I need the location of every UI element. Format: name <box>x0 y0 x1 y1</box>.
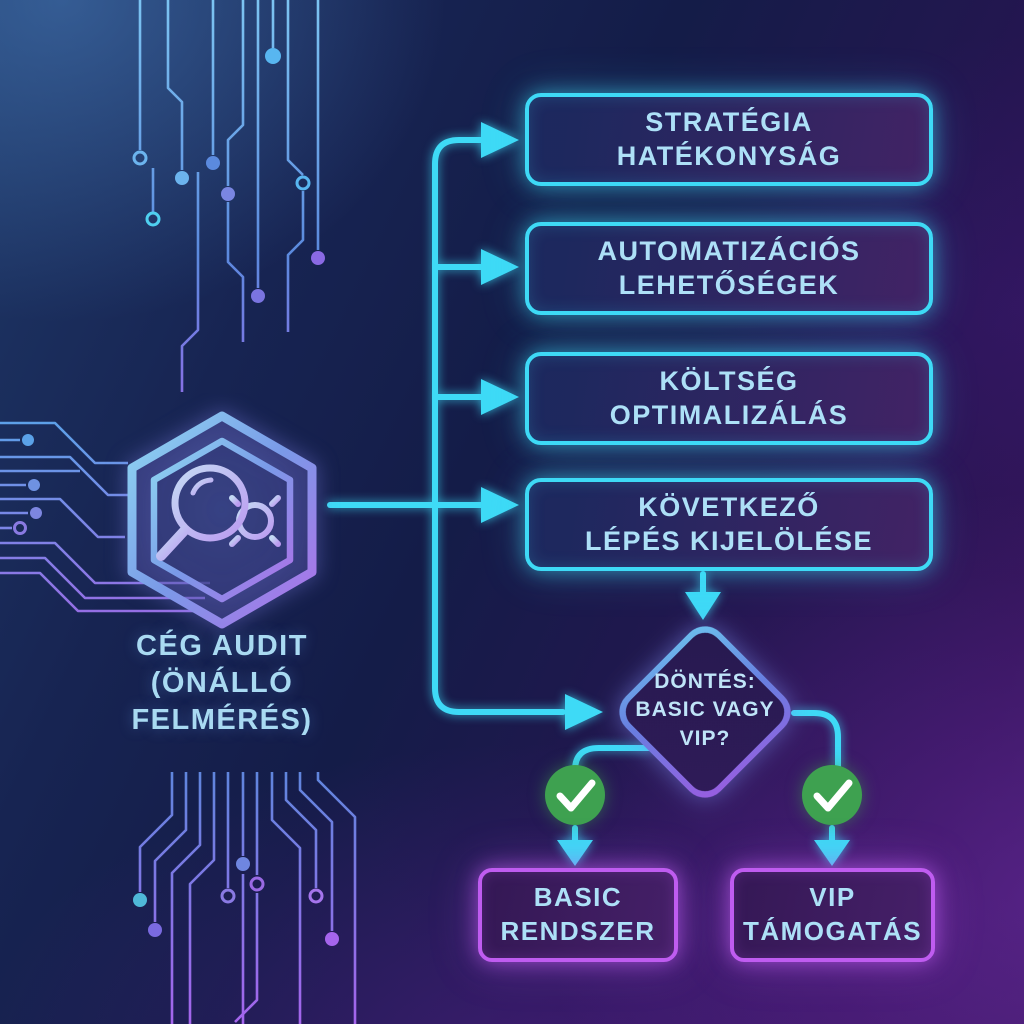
next-step-box: KÖVETKEZŐ LÉPÉS KIJELÖLÉSE <box>525 478 933 571</box>
cost-optimization-box: KÖLTSÉG OPTIMALIZÁLÁS <box>525 352 933 445</box>
vip-support-label: VIP TÁMOGATÁS <box>742 882 923 946</box>
circuit-nodes-bottom <box>133 857 339 946</box>
check-icon <box>802 765 862 825</box>
circuit-nodes-left <box>13 434 42 535</box>
automation-opportunities-box: AUTOMATIZÁCIÓS LEHETŐSÉGEK <box>525 222 933 315</box>
connector-decision-to-vip <box>791 710 841 769</box>
arrow-into-basic-box <box>557 840 593 866</box>
next-step-label: KÖVETKEZŐ LÉPÉS KIJELÖLÉSE <box>584 491 874 556</box>
decision-label: DÖNTÉS: BASIC VAGY VIP? <box>635 670 775 750</box>
arrow-into-automation-box <box>481 249 519 285</box>
circuit-traces-top <box>138 0 320 392</box>
basic-system-box: BASIC RENDSZER <box>478 868 678 962</box>
cost-optimization-label: KÖLTSÉG OPTIMALIZÁLÁS <box>609 365 849 430</box>
source-node-label: CÉG AUDIT (ÖNÁLLÓ FELMÉRÉS) <box>131 630 313 737</box>
arrow-into-decision-left <box>565 694 603 730</box>
arrow-into-vip-box <box>814 840 850 866</box>
source-hexagon <box>127 411 317 629</box>
arrow-into-cost-box <box>481 379 519 415</box>
automation-opportunities-label: AUTOMATIZÁCIÓS LEHETŐSÉGEK <box>597 235 861 300</box>
circuit-nodes-top <box>132 48 325 303</box>
connector-trunk <box>432 137 566 715</box>
magnifier-gear-icon <box>156 464 290 561</box>
circuit-traces-bottom <box>138 772 357 1024</box>
strategy-efficiency-label: STRATÉGIA HATÉKONYSÁG <box>616 106 842 171</box>
arrow-into-nextstep-box <box>481 487 519 523</box>
arrow-into-decision-top <box>685 592 721 620</box>
vip-support-box: VIP TÁMOGATÁS <box>730 868 935 962</box>
basic-system-label: BASIC RENDSZER <box>500 882 656 946</box>
check-icon <box>545 765 605 825</box>
strategy-efficiency-box: STRATÉGIA HATÉKONYSÁG <box>525 93 933 186</box>
arrow-into-strategy-box <box>481 122 519 158</box>
